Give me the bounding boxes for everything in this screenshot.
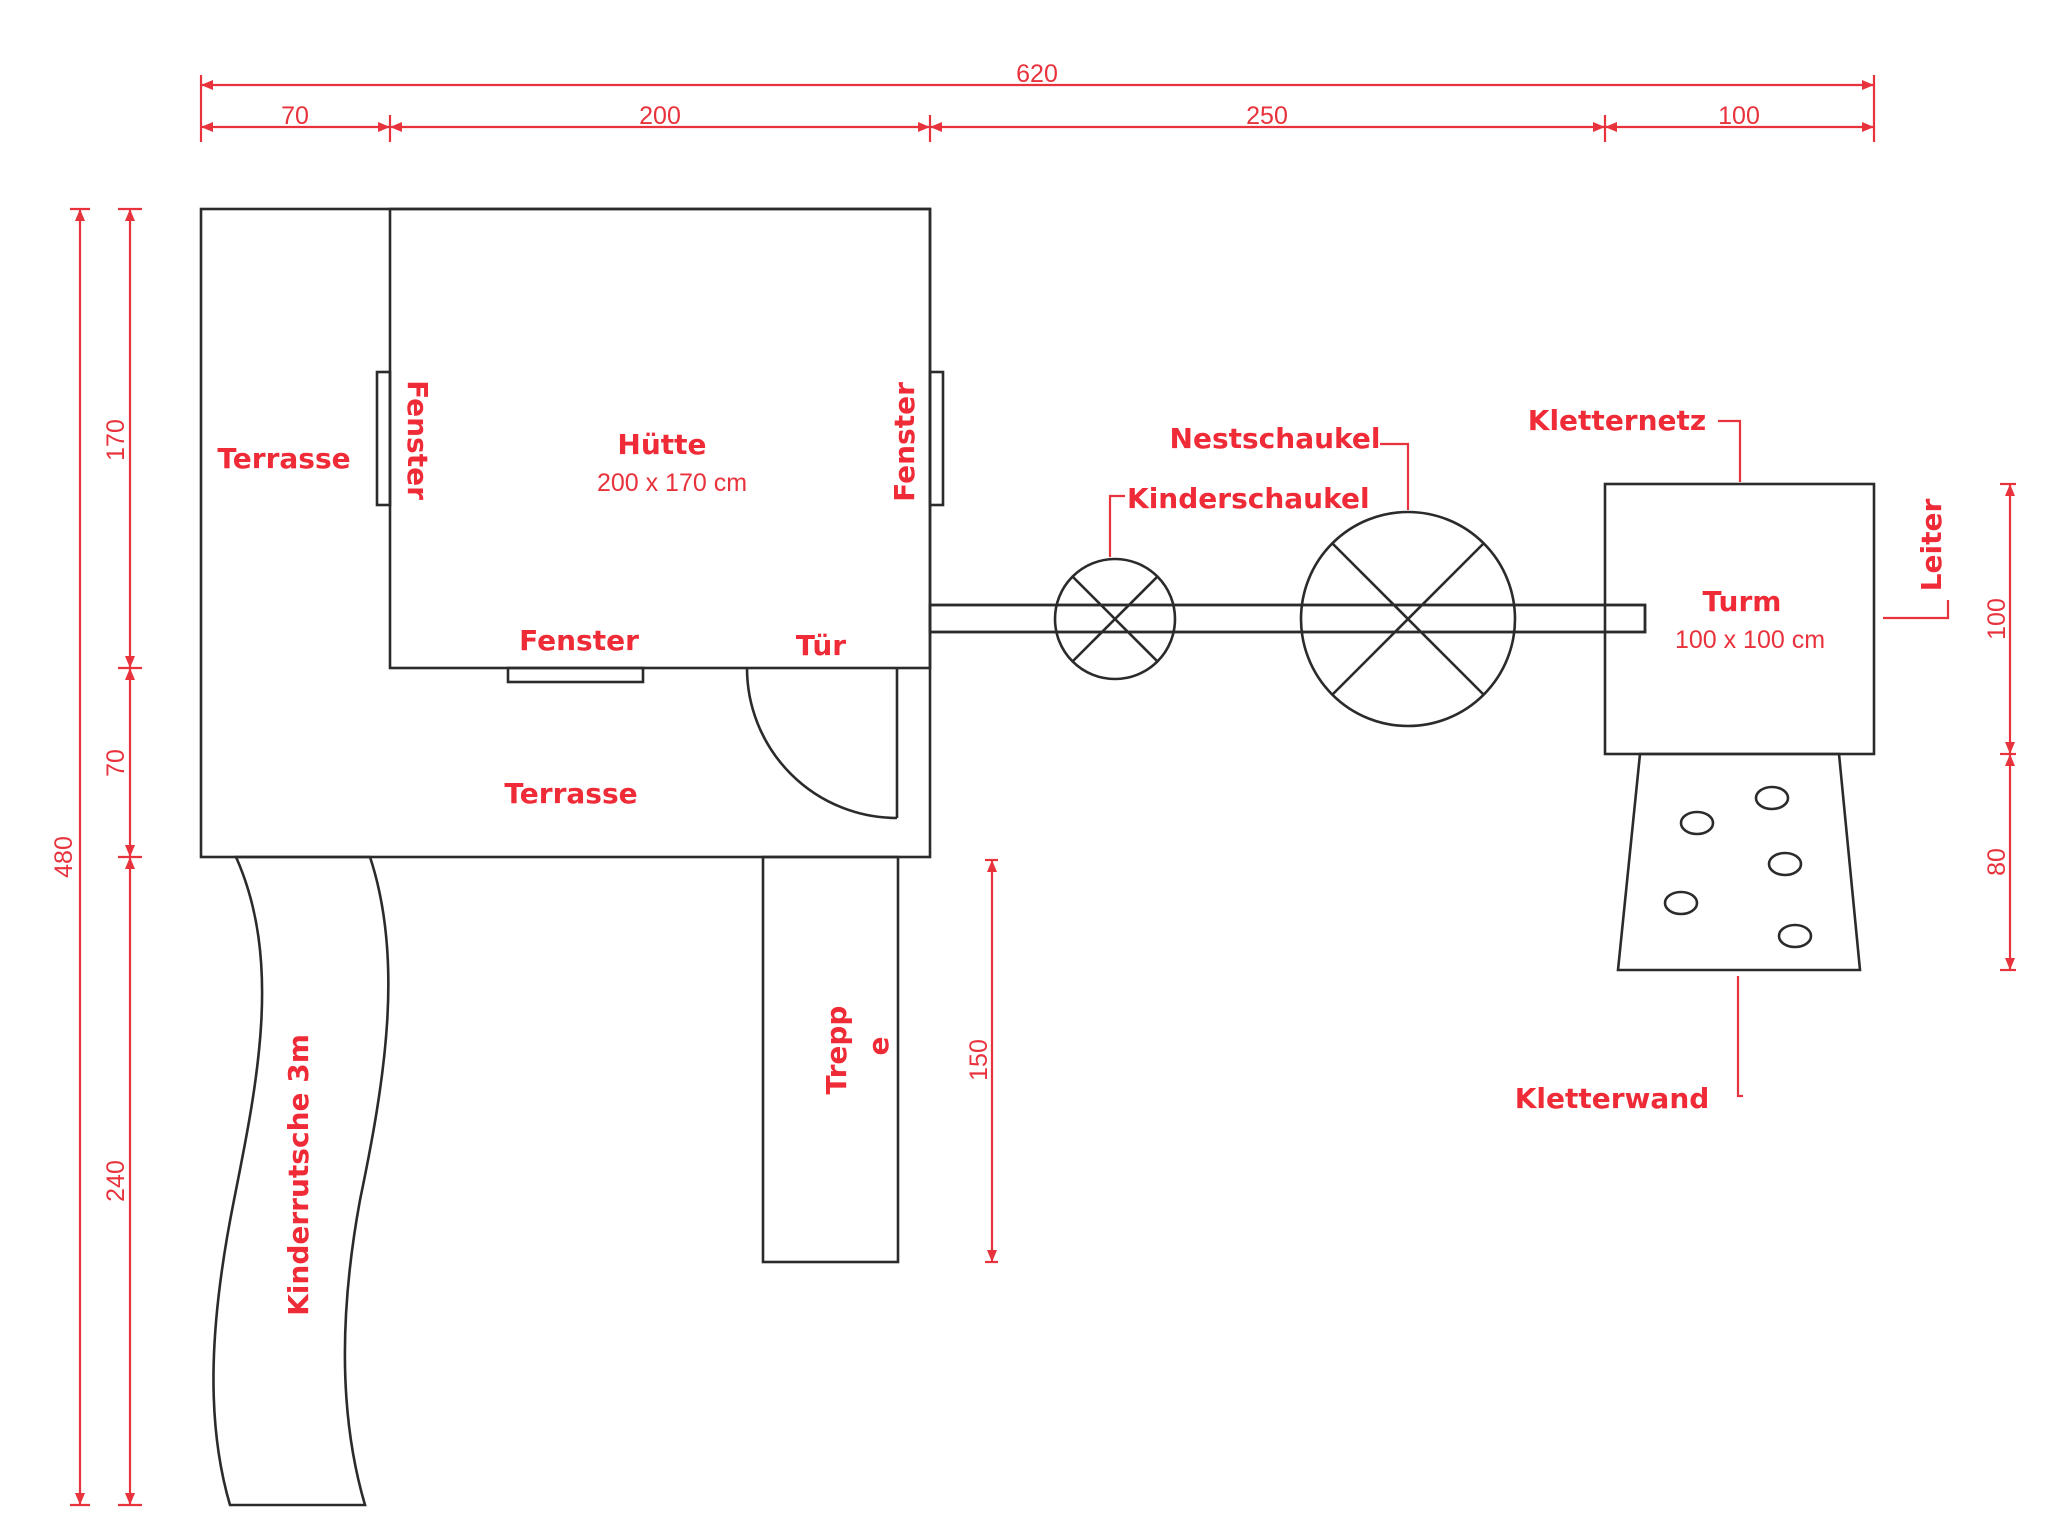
window-right-shape [928, 370, 945, 507]
label-kids-swing: Kinderschaukel [1127, 482, 1370, 515]
dim-tower-height: 100 [1983, 598, 2011, 640]
swing-beam [928, 603, 1647, 634]
dim-seg-hut: 200 [639, 102, 681, 130]
stairs-shape [761, 855, 900, 1264]
label-window-right: Fenster [888, 382, 921, 502]
dim-wall-height: 80 [1983, 848, 2011, 876]
window-bottom-shape [506, 666, 645, 684]
left-dimensions: 480 170 70 240 [50, 207, 142, 1507]
label-tower-size: 100 x 100 cm [1675, 626, 1825, 654]
leader-lines [1108, 419, 1950, 1098]
nest-swing-symbol [1299, 510, 1517, 728]
swing-beam-group [928, 510, 1647, 728]
door-swing-arc [745, 667, 898, 820]
label-terrace-bottom: Terrasse [504, 777, 637, 810]
window-left-shape [375, 370, 392, 507]
dim-h-hut: 170 [102, 419, 130, 461]
stairs-dimension: 150 [965, 858, 998, 1264]
dim-total-width: 620 [1016, 60, 1058, 88]
platform-outline [199, 207, 932, 859]
climbing-wall-shape [1616, 752, 1862, 972]
dim-h-slide: 240 [102, 1160, 130, 1202]
top-dimensions: 620 70 200 250 100 [199, 60, 1876, 142]
label-nest-swing: Nestschaukel [1170, 422, 1381, 455]
label-climbing-net: Kletternetz [1528, 404, 1706, 437]
platform [199, 207, 945, 859]
label-door: Tür [796, 629, 846, 662]
label-stairs-line1: Trepp [820, 1006, 853, 1095]
dim-seg-swing: 250 [1246, 102, 1288, 130]
slide-shape [212, 855, 390, 1507]
dim-seg-tower: 100 [1718, 102, 1760, 130]
label-window-bottom: Fenster [519, 624, 639, 657]
dim-h-terrace: 70 [102, 749, 130, 777]
kids-swing-symbol [1053, 557, 1177, 681]
label-stairs-line2: e [862, 1037, 895, 1056]
label-terrace-left: Terrasse [217, 442, 350, 475]
label-hut-size: 200 x 170 cm [597, 469, 747, 497]
label-tower-title: Turm [1703, 585, 1782, 618]
label-ladder: Leiter [1915, 499, 1948, 592]
dim-total-height: 480 [50, 836, 78, 878]
label-window-left: Fenster [401, 380, 434, 500]
tower-group [1603, 482, 1876, 972]
label-climbing-wall: Kletterwand [1515, 1082, 1710, 1115]
label-slide: Kinderrutsche 3m [282, 1034, 315, 1316]
dim-stairs-length: 150 [965, 1039, 993, 1081]
right-dimensions: 100 80 [1983, 482, 2016, 972]
label-hut-title: Hütte [617, 428, 706, 461]
dim-seg-terrace-left: 70 [281, 102, 309, 130]
